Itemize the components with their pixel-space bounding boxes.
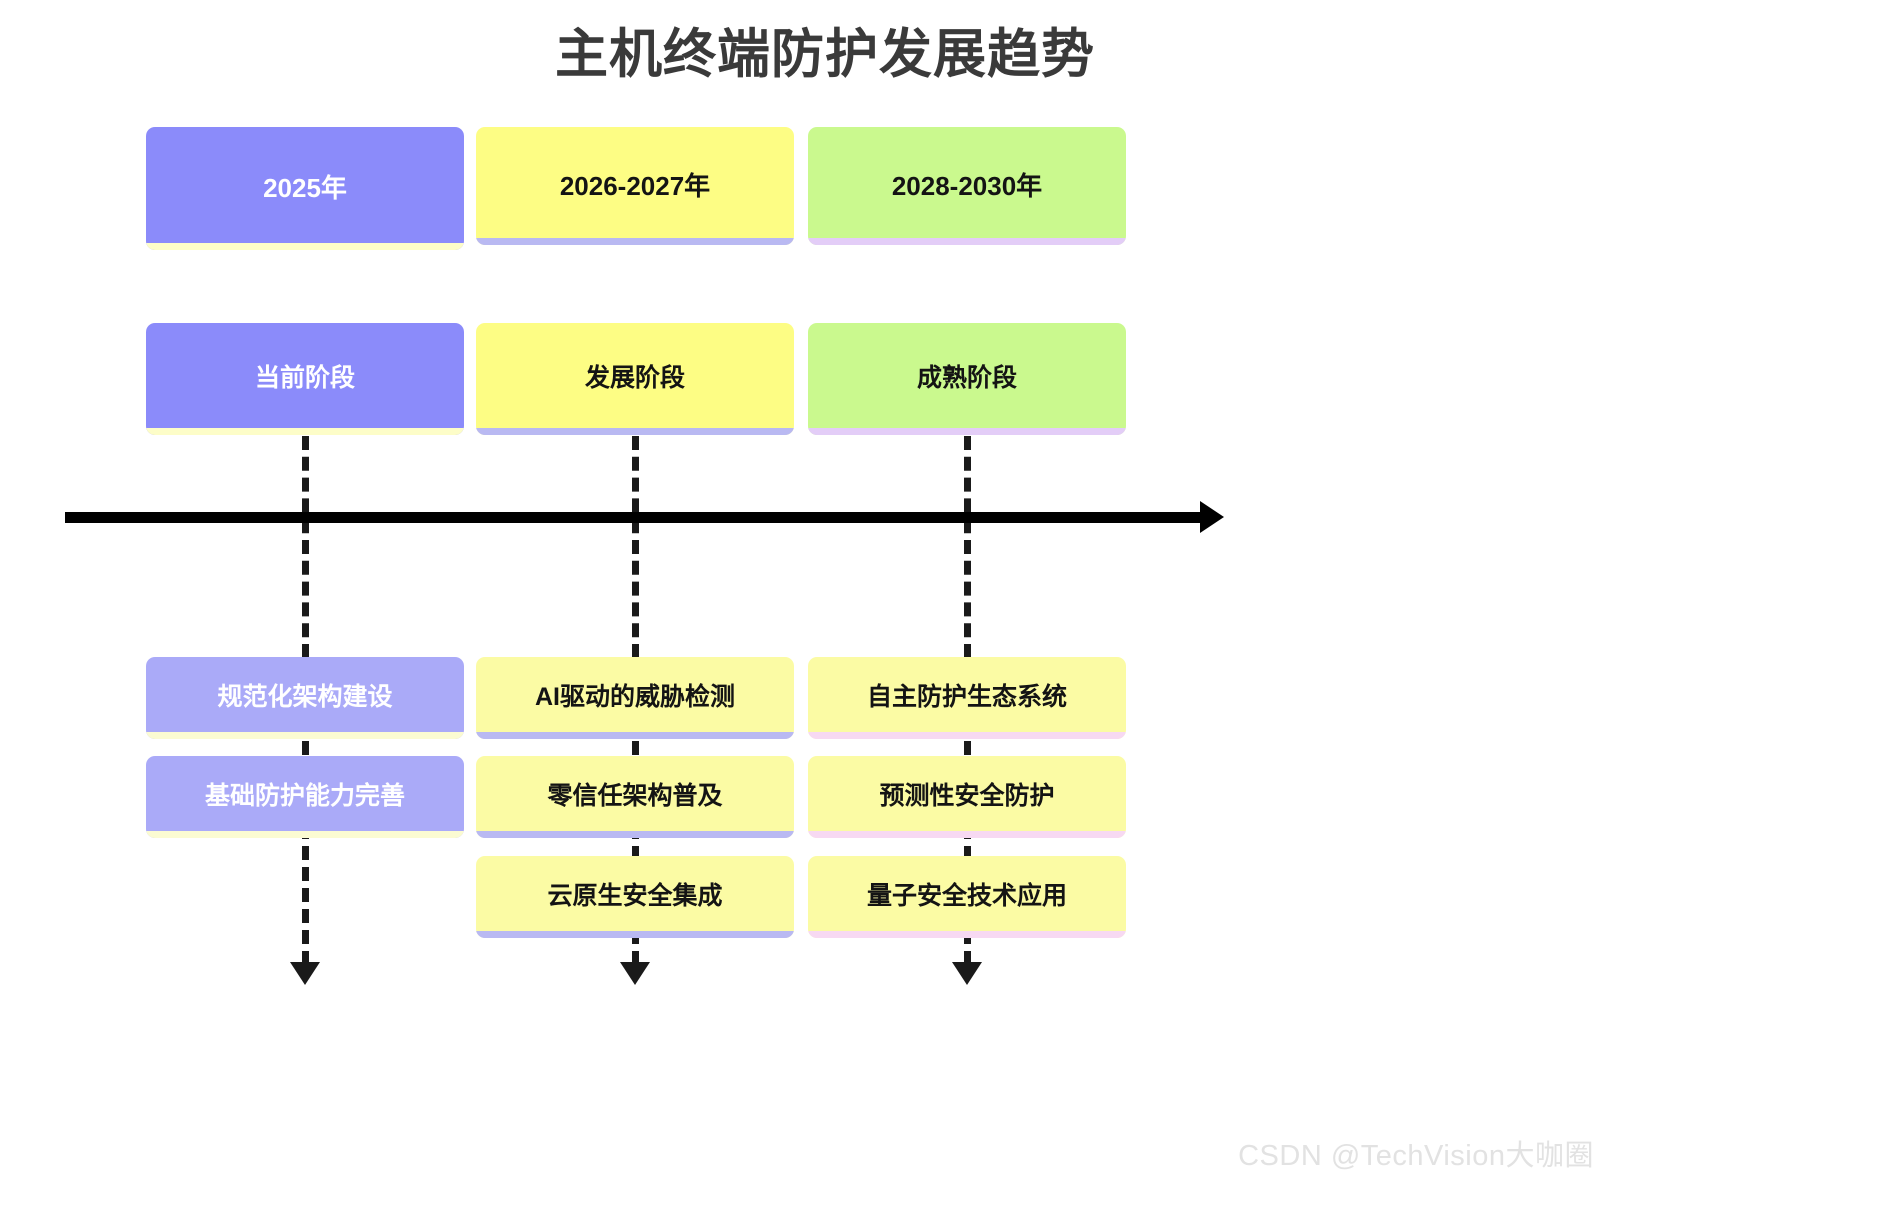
connector-line-2025 bbox=[302, 436, 309, 658]
card-accent-strip bbox=[808, 428, 1126, 435]
item-card[interactable]: 自主防护生态系统 bbox=[808, 657, 1126, 739]
stage-label: 发展阶段 bbox=[584, 364, 685, 393]
item-card[interactable]: 云原生安全集成 bbox=[476, 856, 794, 938]
year-card-2025[interactable]: 2025年 bbox=[146, 127, 464, 250]
stage-card-2028-2030[interactable]: 成熟阶段 bbox=[808, 323, 1126, 435]
item-label: 云原生安全集成 bbox=[547, 882, 723, 911]
card-accent-strip bbox=[476, 428, 794, 435]
down-arrow-icon bbox=[290, 962, 320, 985]
stage-card-2025[interactable]: 当前阶段 bbox=[146, 323, 464, 435]
card-accent-strip bbox=[146, 831, 464, 838]
year-card-2026-2027[interactable]: 2026-2027年 bbox=[476, 127, 794, 245]
year-card-2028-2030[interactable]: 2028-2030年 bbox=[808, 127, 1126, 245]
down-arrow-icon bbox=[620, 962, 650, 985]
page-title: 主机终端防护发展趋势 bbox=[555, 25, 1095, 84]
connector-line-2028-2030 bbox=[964, 436, 971, 658]
card-accent-strip bbox=[808, 831, 1126, 838]
item-card[interactable]: 基础防护能力完善 bbox=[146, 756, 464, 838]
card-accent-strip bbox=[146, 428, 464, 435]
item-label: 预测性安全防护 bbox=[879, 782, 1055, 811]
watermark: CSDN @TechVision大咖圈 bbox=[1238, 1140, 1594, 1172]
stage-label: 成熟阶段 bbox=[916, 364, 1017, 393]
card-accent-strip bbox=[146, 243, 464, 250]
timeline-arrow-icon bbox=[1200, 501, 1224, 533]
card-accent-strip bbox=[808, 732, 1126, 739]
card-accent-strip bbox=[146, 732, 464, 739]
down-arrow-icon bbox=[952, 962, 982, 985]
card-accent-strip bbox=[808, 238, 1126, 245]
card-accent-strip bbox=[476, 931, 794, 938]
item-label: 自主防护生态系统 bbox=[866, 683, 1067, 712]
stage-card-2026-2027[interactable]: 发展阶段 bbox=[476, 323, 794, 435]
card-accent-strip bbox=[808, 931, 1126, 938]
item-label: 零信任架构普及 bbox=[547, 782, 723, 811]
stage-label: 当前阶段 bbox=[254, 364, 355, 393]
timeline-axis bbox=[65, 512, 1210, 523]
item-card[interactable]: 量子安全技术应用 bbox=[808, 856, 1126, 938]
item-label: 基础防护能力完善 bbox=[204, 782, 405, 811]
item-card[interactable]: 零信任架构普及 bbox=[476, 756, 794, 838]
item-card[interactable]: 规范化架构建设 bbox=[146, 657, 464, 739]
year-label: 2026-2027年 bbox=[559, 170, 711, 201]
item-label: AI驱动的威胁检测 bbox=[534, 683, 735, 712]
year-label: 2028-2030年 bbox=[891, 170, 1043, 201]
item-card[interactable]: 预测性安全防护 bbox=[808, 756, 1126, 838]
item-card[interactable]: AI驱动的威胁检测 bbox=[476, 657, 794, 739]
connector-line-2026-2027 bbox=[632, 436, 639, 658]
card-accent-strip bbox=[476, 732, 794, 739]
item-label: 量子安全技术应用 bbox=[866, 882, 1067, 911]
item-label: 规范化架构建设 bbox=[217, 683, 393, 712]
card-accent-strip bbox=[476, 831, 794, 838]
year-label: 2025年 bbox=[263, 173, 347, 204]
card-accent-strip bbox=[476, 238, 794, 245]
